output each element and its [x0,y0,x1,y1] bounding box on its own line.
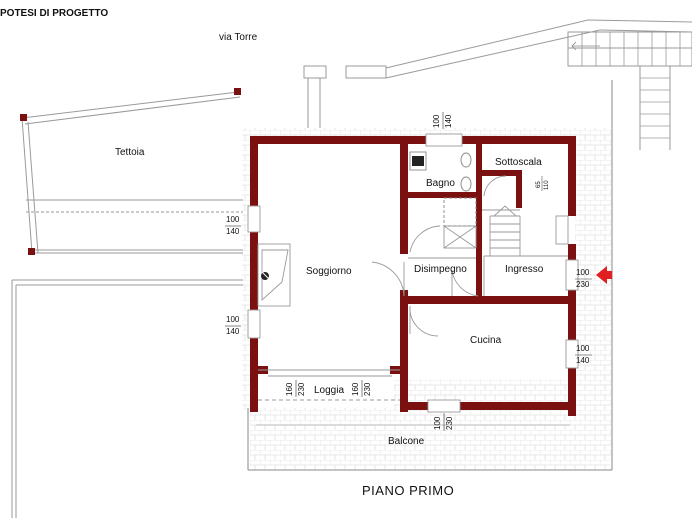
dim-label: 100 [432,114,441,128]
room-label-soggiorno: Soggiorno [306,266,352,277]
dim-label: 65 [536,181,542,188]
stair-arrow-icon [571,41,600,51]
dim-label: 100 [576,268,590,277]
dim-label: 140 [226,227,240,236]
dim-label: 100 [433,416,442,430]
dim-stair-small: 65 110 [536,176,550,191]
dim-label: 140 [444,114,453,128]
dim-label: 100 [226,315,240,324]
room-label-sottoscala: Sottoscala [495,157,542,168]
red-arrow-left-icon [596,266,612,284]
walls [250,136,576,416]
tettoia-structure [11,91,243,518]
page-title: POTESI DI PROGETTO [0,8,108,19]
dim-label: 110 [544,180,550,190]
room-label-balcone: Balcone [388,436,425,447]
dim-label: 100 [226,215,240,224]
floor-label: PIANO PRIMO [362,483,454,498]
paving [242,80,613,471]
tettoia-post [28,248,35,255]
inner-lines [258,175,569,401]
dim-label: 160 [285,382,294,396]
street-label: via Torre [219,32,258,43]
dim-label: 230 [445,416,454,430]
tettoia-post [20,114,27,121]
dim-label: 230 [297,382,306,396]
dim-label: 230 [363,382,372,396]
dim-label: 140 [576,356,590,365]
room-label-disimpegno: Disimpegno [414,264,467,275]
dim-label: 160 [351,382,360,396]
room-label-cucina: Cucina [470,335,502,346]
room-label-tettoia: Tettoia [115,147,145,158]
dim-bagno-top: 100 140 [432,112,453,129]
dim-label: 100 [576,344,590,353]
room-label-bagno: Bagno [426,178,455,189]
dim-label: 230 [576,280,590,289]
dim-label: 140 [226,327,240,336]
external-stair [581,32,681,139]
external-structures [303,19,692,150]
dim-loggia-left: 160 230 [285,380,306,397]
bathroom-fixtures [409,151,477,227]
tettoia-post [234,88,241,95]
dim-balcone-door: 100 230 [433,413,454,431]
room-label-loggia: Loggia [314,385,344,396]
fireplace-icon [257,243,291,307]
room-label-ingresso: Ingresso [505,264,544,275]
window-frames [247,133,579,413]
dim-loggia-right: 160 230 [351,380,372,397]
